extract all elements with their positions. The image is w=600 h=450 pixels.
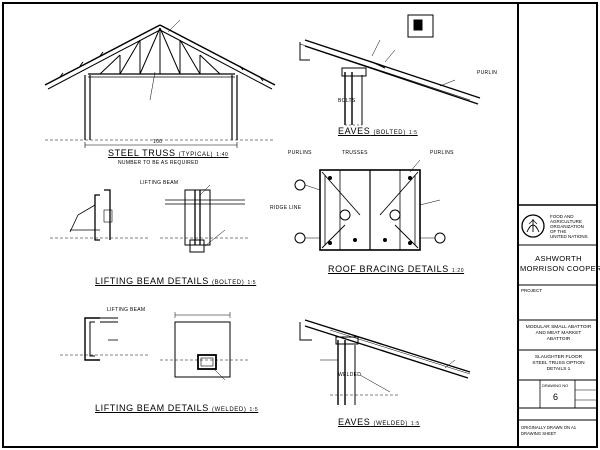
title-block	[518, 204, 597, 421]
roof-bracing-title: ROOF BRACING DETAILS 1:20	[328, 264, 464, 274]
org-name: FOOD AND AGRICULTURE ORGANIZATION OF THE…	[550, 214, 588, 239]
firm-name: ASHWORTH MORRISON COOPER	[520, 254, 600, 274]
drawing-no: 6	[553, 392, 559, 402]
steel-truss-note: NUMBER TO BE AS REQUIRED	[118, 160, 199, 166]
steel-truss-title-text: STEEL TRUSS	[108, 148, 176, 158]
sheet-line-1: SLAUGHTER FLOOR	[534, 355, 583, 360]
lifting-beam-label-1: LIFTING BEAM	[140, 180, 179, 186]
org-line-1: FOOD AND	[550, 214, 574, 219]
eaves-bolted-suffix: (BOLTED)	[373, 130, 406, 136]
firm-line-1: ASHWORTH	[535, 254, 582, 263]
steel-truss-scale: 1:40	[216, 152, 229, 158]
purlin-label: PURLIN	[477, 70, 498, 76]
eaves-welded-title: EAVES (WELDED) 1:5	[338, 417, 420, 427]
footer-line-1: ORIGINALLY DRAWN ON A1	[521, 425, 577, 430]
org-line-2: AGRICULTURE	[550, 219, 582, 224]
eaves-bolted-title-text: EAVES	[338, 126, 371, 136]
project-line-2: AND MEAT MARKET	[535, 331, 582, 336]
org-line-3: ORGANIZATION	[550, 224, 584, 229]
roof-bracing-title-text: ROOF BRACING DETAILS	[328, 264, 449, 274]
project-label: PROJECT	[521, 288, 543, 293]
dimension-label: 100	[153, 139, 163, 145]
lifting-beam-label-2: LIFTING BEAM	[107, 307, 146, 313]
org-line-4: OF THE	[550, 229, 567, 234]
sheet-line-3: DETAILS 1	[546, 367, 571, 372]
lifting-beam-welded-title-text: LIFTING BEAM DETAILS	[95, 403, 209, 413]
roof-bracing-view	[294, 159, 446, 251]
project-name: MODULAR SMALL ABATTOIR AND MEAT MARKET A…	[521, 325, 596, 343]
sheet-footer: ORIGINALLY DRAWN ON A1 DRAWING SHEET	[521, 425, 576, 437]
eaves-bolted-view	[299, 14, 481, 126]
lifting-beam-bolted-title: LIFTING BEAM DETAILS (BOLTED) 1:5	[95, 276, 256, 286]
purlins-label-2: PURLINS	[430, 150, 454, 156]
steel-truss-suffix: (TYPICAL)	[178, 152, 214, 158]
project-line-1: MODULAR SMALL ABATTOIR	[525, 325, 592, 330]
bolts-label: BOLTS	[338, 98, 356, 104]
drawing-no-label: DRAWING NO	[542, 383, 569, 388]
project-line-3: ABATTOIR	[546, 337, 571, 342]
eaves-welded-scale: 1:5	[411, 421, 420, 427]
eaves-welded-title-text: EAVES	[338, 417, 371, 427]
lifting-beam-welded-view	[60, 312, 250, 381]
sheet-title: SLAUGHTER FLOOR STEEL TRUSS OPTION DETAI…	[521, 355, 596, 373]
lifting-beam-welded-scale: 1:5	[249, 407, 259, 413]
footer-line-2: DRAWING SHEET	[521, 431, 557, 436]
lifting-beam-bolted-scale: 1:5	[247, 280, 257, 286]
firm-line-2: MORRISON COOPER	[520, 264, 600, 273]
purlins-label-1: PURLINS	[288, 150, 312, 156]
steel-truss-view	[44, 19, 276, 148]
eaves-welded-suffix: (WELDED)	[373, 421, 408, 427]
lifting-beam-bolted-title-text: LIFTING BEAM DETAILS	[95, 276, 209, 286]
lifting-beam-bolted-suffix: (BOLTED)	[211, 280, 245, 286]
eaves-welded-view	[299, 319, 471, 405]
roof-bracing-scale: 1:20	[451, 268, 465, 274]
trusses-label: TRUSSES	[342, 150, 368, 156]
lifting-beam-welded-title: LIFTING BEAM DETAILS (WELDED) 1:5	[95, 403, 258, 413]
org-line-5: UNITED NATIONS	[550, 234, 588, 239]
welded-label: WELDED	[338, 372, 362, 378]
sheet-line-2: STEEL TRUSS OPTION	[532, 361, 585, 366]
steel-truss-title: STEEL TRUSS (TYPICAL) 1:40	[108, 148, 228, 158]
lifting-beam-bolted-view	[50, 184, 250, 253]
eaves-bolted-scale: 1:5	[408, 130, 418, 136]
eaves-bolted-title: EAVES (BOLTED) 1:5	[338, 126, 418, 136]
lifting-beam-welded-suffix: (WELDED)	[211, 407, 247, 413]
ridge-line-label: RIDGE LINE	[270, 205, 302, 211]
fao-logo-icon	[521, 214, 545, 238]
